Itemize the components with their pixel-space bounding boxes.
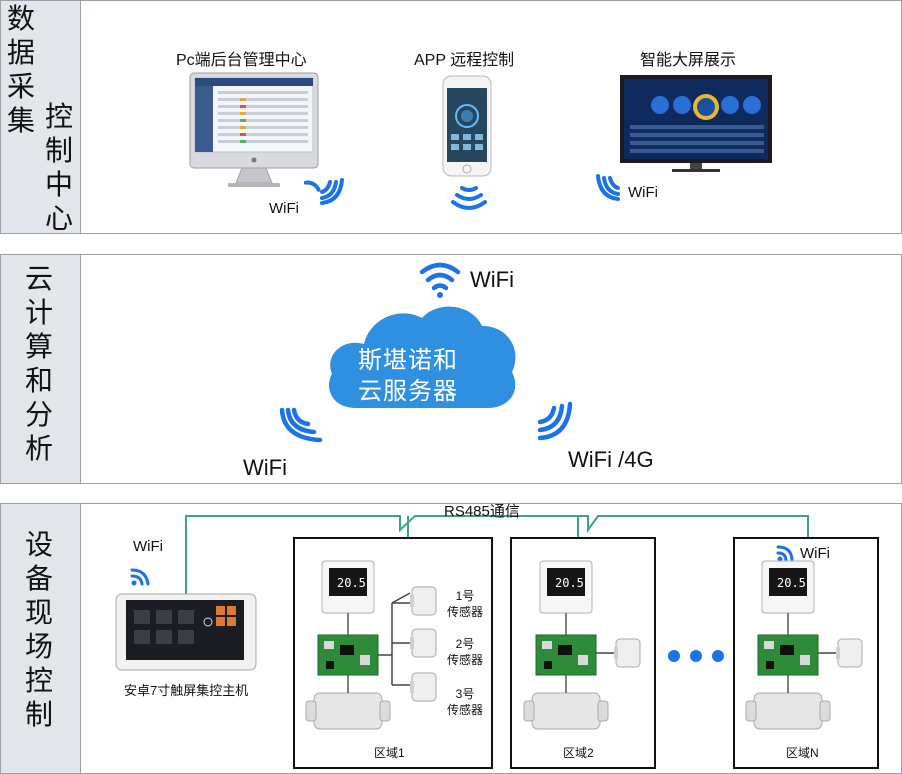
zone-n-devices xyxy=(745,560,863,730)
zone-1-thermostat-display: 20.5 xyxy=(337,576,366,590)
zone-1-name: 区域1 xyxy=(374,746,405,760)
cloud-left-wifi-icon xyxy=(279,407,323,443)
rs485-label: RS485通信 xyxy=(444,503,520,520)
screen-wifi-icon xyxy=(596,174,620,201)
big-screen-image xyxy=(620,75,772,172)
zone-1-sensor-2-label: 2号 传感器 xyxy=(447,637,484,667)
host-wifi-label: WiFi xyxy=(133,538,163,555)
cloud-text-line2: 云服务器 xyxy=(358,378,458,405)
pc-monitor-image xyxy=(189,72,319,187)
zone-n-thermostat-display: 20.5 xyxy=(777,576,806,590)
pc-wifi-label: WiFi xyxy=(269,200,299,217)
zone-2-thermostat-display: 20.5 xyxy=(555,576,584,590)
phone-image xyxy=(442,75,492,177)
field-control-label: 设备现场控制 xyxy=(24,529,53,730)
host-wifi-icon xyxy=(130,568,150,586)
screen-title: 智能大屏展示 xyxy=(640,52,737,69)
cloud-left-wifi-label: WiFi xyxy=(243,455,287,480)
host-label: 安卓7寸触屏集控主机 xyxy=(124,683,249,698)
zone-n-name: 区域N xyxy=(786,746,819,760)
data-collection-label: 数据采集 xyxy=(6,3,35,136)
cloud-right-wifi-icon xyxy=(537,401,573,441)
zone-1-sensor-1-label: 1号 传感器 xyxy=(447,589,484,619)
pc-title: Pc端后台管理中心 xyxy=(176,52,307,69)
pc-wifi-icon xyxy=(303,178,344,205)
cloud-text-line1: 斯堪诺和 xyxy=(358,347,458,374)
app-wifi-icon xyxy=(451,186,487,210)
zone-n-wifi-icon xyxy=(776,545,794,563)
zone-2-devices xyxy=(523,560,641,730)
data-collection-sidebar xyxy=(1,1,81,233)
zone-2-name: 区域2 xyxy=(563,746,594,760)
cloud-right-wifi-label: WiFi /4G xyxy=(568,447,654,472)
app-title: APP 远程控制 xyxy=(414,52,515,69)
zone-1-sensor-3-label: 3号 传感器 xyxy=(447,687,484,717)
more-zones-ellipsis xyxy=(668,650,724,662)
touch-panel-host-image xyxy=(115,593,257,671)
screen-wifi-label: WiFi xyxy=(628,184,658,201)
cloud-top-wifi-label: WiFi xyxy=(470,267,514,292)
cloud-analysis-label: 云计算和分析 xyxy=(24,263,53,464)
cloud-sidebar xyxy=(1,255,81,483)
zone-n-wifi-label: WiFi xyxy=(800,545,830,562)
field-control-sidebar xyxy=(1,504,81,773)
control-center-label: 控制中心 xyxy=(44,101,73,234)
cloud-top-wifi-icon xyxy=(419,262,461,298)
zone-1-devices xyxy=(305,560,437,730)
cloud-shape xyxy=(329,306,516,408)
